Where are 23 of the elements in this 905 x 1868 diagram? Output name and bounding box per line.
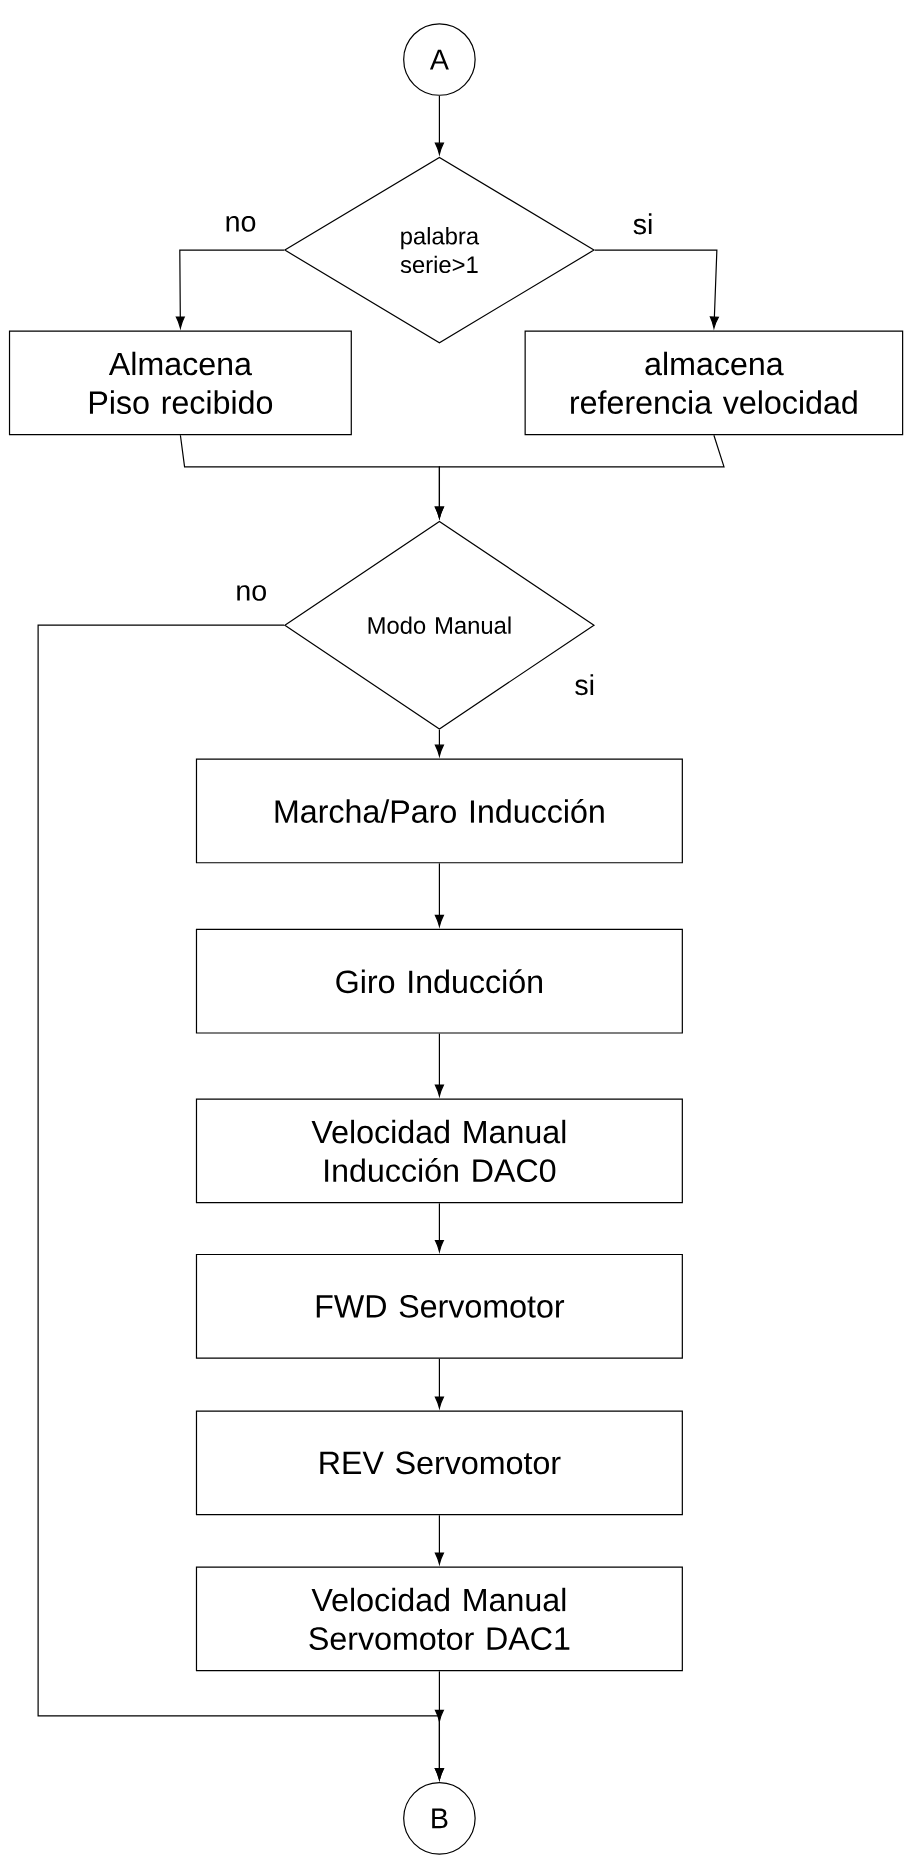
arrow [434, 1202, 444, 1252]
arrow [434, 1033, 444, 1097]
process-box: Velocidad Manual Inducción DAC0 [195, 1098, 683, 1204]
process-box: Almacena Piso recibido [8, 330, 352, 436]
process-box: FWD Servomotor [195, 1253, 683, 1359]
edge-label: no [223, 215, 258, 233]
arrow [434, 1670, 444, 1781]
edge-label: si [631, 212, 655, 236]
arrow [434, 434, 725, 519]
arrow [434, 862, 444, 927]
arrow [594, 249, 719, 329]
process-box: almacena referencia velocidad [524, 330, 904, 436]
arrow [434, 1358, 444, 1409]
arrow [434, 1514, 444, 1565]
process-box: REV Servomotor [195, 1410, 683, 1516]
arrow [175, 249, 285, 329]
process-box: Velocidad Manual Servomotor DAC1 [195, 1566, 683, 1672]
process-box: Marcha/Paro Inducción [195, 758, 683, 864]
edge-label: no [234, 584, 269, 602]
process-box: Giro Inducción [195, 928, 683, 1034]
edge-label: si [573, 673, 596, 697]
arrow [434, 729, 444, 757]
arrow [434, 95, 444, 155]
